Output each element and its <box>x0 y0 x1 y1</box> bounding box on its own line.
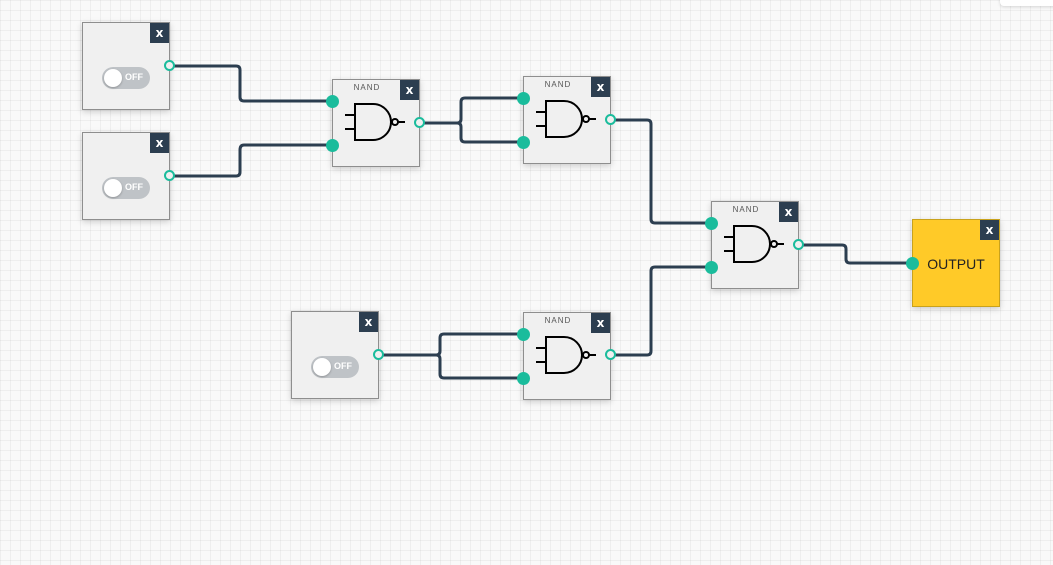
input-port[interactable] <box>517 372 530 385</box>
close-button[interactable]: x <box>150 23 169 43</box>
output-port[interactable] <box>605 114 616 125</box>
close-button[interactable]: x <box>591 77 610 97</box>
gate-label: NAND <box>732 205 760 214</box>
toggle-switch[interactable]: OFF <box>102 177 150 199</box>
toggle-knob <box>313 358 331 376</box>
wire-switch2-nand1[interactable] <box>169 143 334 178</box>
toggle-knob <box>104 179 122 197</box>
nand-gate-node-4[interactable]: NAND x <box>711 201 799 289</box>
close-button[interactable]: x <box>400 80 419 100</box>
toggle-switch[interactable]: OFF <box>102 67 150 89</box>
output-port[interactable] <box>793 239 804 250</box>
nand-gate-node-2[interactable]: NAND x <box>523 76 611 164</box>
nand-gate-node-3[interactable]: NAND x <box>523 312 611 400</box>
nand-gate-icon <box>536 336 596 374</box>
input-port[interactable] <box>326 95 339 108</box>
nand-gate-node-1[interactable]: NAND x <box>332 79 420 167</box>
toggle-switch[interactable]: OFF <box>311 356 359 378</box>
nand-gate-icon <box>345 103 405 141</box>
wire-nand1-nand2-a[interactable] <box>419 96 525 125</box>
input-port[interactable] <box>517 328 530 341</box>
wire-nand2-nand4[interactable] <box>610 118 713 225</box>
wire-switch1-nand1[interactable] <box>169 64 334 103</box>
close-button[interactable]: x <box>980 220 999 240</box>
output-port[interactable] <box>605 349 616 360</box>
output-port[interactable] <box>414 117 425 128</box>
input-port[interactable] <box>705 261 718 274</box>
close-button[interactable]: x <box>359 312 378 332</box>
toggle-state-label: OFF <box>334 361 352 371</box>
toggle-knob <box>104 69 122 87</box>
gate-label: NAND <box>544 316 572 325</box>
toggle-state-label: OFF <box>125 72 143 82</box>
close-button[interactable]: x <box>150 133 169 153</box>
input-port[interactable] <box>906 257 919 270</box>
wire-nand4-output[interactable] <box>798 243 914 265</box>
output-port[interactable] <box>164 170 175 181</box>
wire-nand3-nand4[interactable] <box>610 265 713 357</box>
gate-label: NAND <box>544 80 572 89</box>
input-port[interactable] <box>705 217 718 230</box>
nand-gate-icon <box>724 225 784 263</box>
output-label: OUTPUT <box>927 256 985 272</box>
close-button[interactable]: x <box>591 313 610 333</box>
close-button[interactable]: x <box>779 202 798 222</box>
wire-switch3-nand3-a[interactable] <box>378 332 525 357</box>
top-right-panel <box>1000 0 1053 6</box>
toggle-state-label: OFF <box>125 182 143 192</box>
nand-gate-icon <box>536 100 596 138</box>
gate-label: NAND <box>353 83 381 92</box>
input-port[interactable] <box>517 92 530 105</box>
wire-nand1-nand2-b[interactable] <box>419 121 525 144</box>
output-node[interactable]: x OUTPUT <box>912 219 1000 307</box>
wire-switch3-nand3-b[interactable] <box>378 353 525 380</box>
switch-node-2[interactable]: x OFF <box>82 132 170 220</box>
switch-node-1[interactable]: x OFF <box>82 22 170 110</box>
input-port[interactable] <box>517 136 530 149</box>
switch-node-3[interactable]: x OFF <box>291 311 379 399</box>
output-port[interactable] <box>164 60 175 71</box>
output-port[interactable] <box>373 349 384 360</box>
input-port[interactable] <box>326 139 339 152</box>
